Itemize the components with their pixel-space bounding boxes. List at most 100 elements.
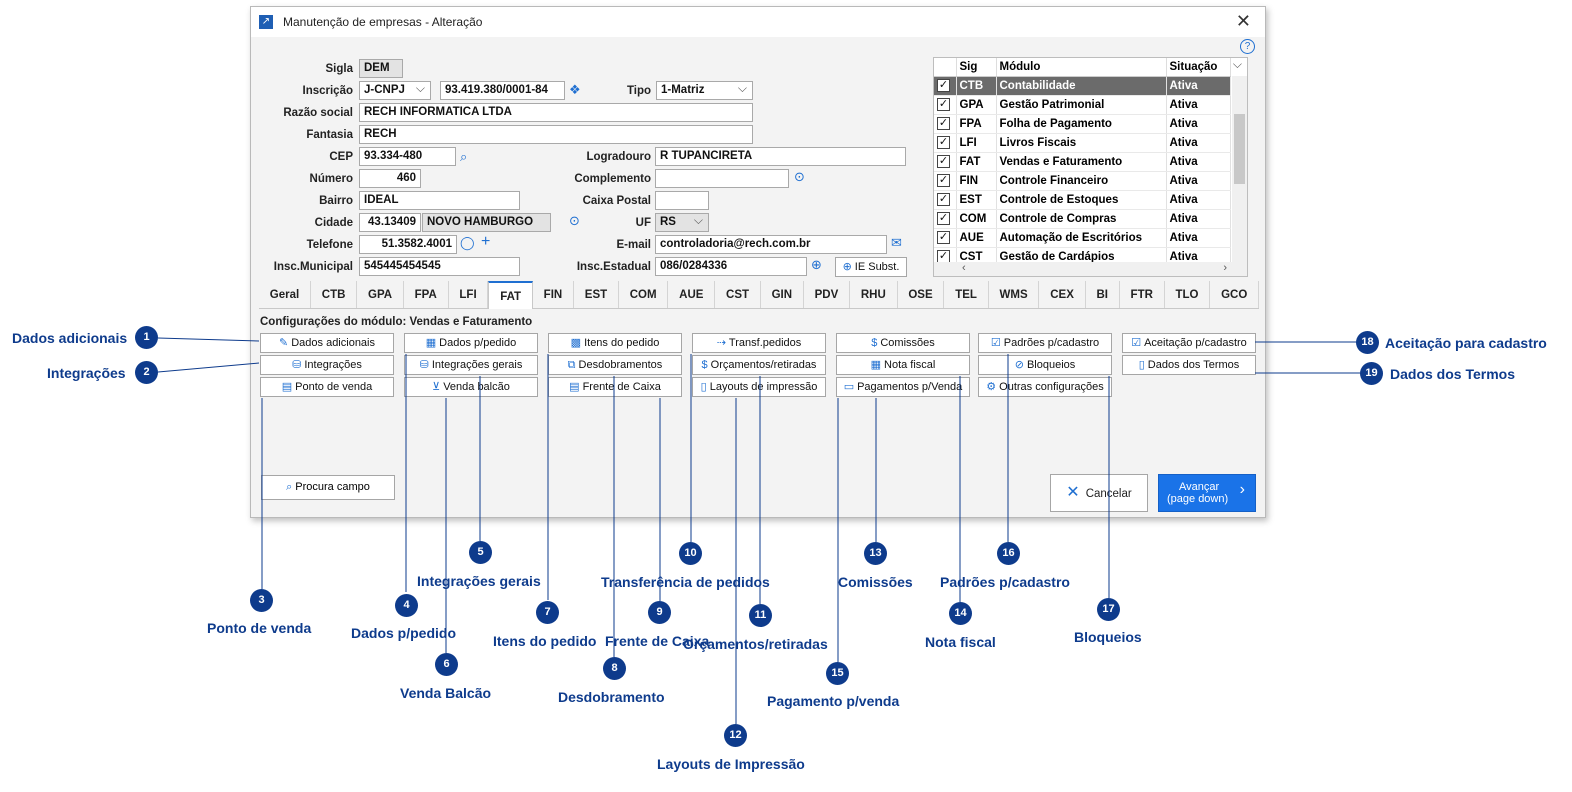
tab-aue[interactable]: AUE — [668, 281, 716, 308]
checkbox[interactable]: ✓ — [937, 155, 950, 168]
dados-adicionais-button[interactable]: ✎Dados adicionais — [260, 333, 394, 353]
vertical-scrollbar[interactable] — [1232, 76, 1247, 262]
map-pin-icon[interactable]: ⊙ — [569, 213, 580, 228]
tab-fat[interactable]: FAT — [488, 281, 533, 309]
checkbox[interactable]: ✓ — [937, 212, 950, 225]
fantasia-field[interactable]: RECH — [359, 125, 753, 144]
dados-pedido-button[interactable]: ▦Dados p/pedido — [404, 333, 538, 353]
help-icon[interactable]: ? — [1240, 39, 1255, 54]
module-checkbox-cell[interactable]: ✓ — [934, 95, 957, 115]
outras-configuracoes-button[interactable]: ⚙Outras configurações — [978, 377, 1112, 397]
module-column-header[interactable]: Módulo — [996, 58, 1167, 77]
status-column-header[interactable]: Situação — [1166, 58, 1231, 77]
module-checkbox-cell[interactable]: ✓ — [934, 152, 957, 172]
close-button[interactable]: ✕ — [1235, 11, 1251, 31]
whatsapp-icon[interactable]: ◯ — [460, 235, 475, 250]
tab-gpa[interactable]: GPA — [357, 281, 404, 308]
insc-estadual-field[interactable]: 086/0284336 — [655, 257, 807, 276]
checkbox[interactable]: ✓ — [937, 79, 950, 92]
email-config-icon[interactable]: ✉ — [891, 235, 902, 250]
module-checkbox-cell[interactable]: ✓ — [934, 228, 957, 248]
tab-tlo[interactable]: TLO — [1165, 281, 1211, 308]
module-checkbox-cell[interactable]: ✓ — [934, 114, 957, 134]
tab-lfi[interactable]: LFI — [449, 281, 489, 308]
tab-ose[interactable]: OSE — [898, 281, 945, 308]
razao-field[interactable]: RECH INFORMATICA LTDA — [359, 103, 753, 122]
tab-ctb[interactable]: CTB — [311, 281, 358, 308]
scroll-left-icon[interactable]: ‹ — [962, 262, 966, 274]
tab-fin[interactable]: FIN — [533, 281, 574, 308]
checkbox[interactable]: ✓ — [937, 117, 950, 130]
inscricao-type-select[interactable]: J-CNPJ — [359, 81, 431, 100]
module-checkbox-cell[interactable]: ✓ — [934, 247, 957, 267]
tab-cst[interactable]: CST — [715, 281, 761, 308]
caixa-postal-field[interactable] — [655, 191, 709, 210]
orcamentos-button[interactable]: $Orçamentos/retiradas — [692, 355, 826, 375]
lookup-cnpj-icon[interactable]: ❖ — [569, 82, 581, 97]
checkbox[interactable]: ✓ — [937, 136, 950, 149]
tab-fpa[interactable]: FPA — [404, 281, 449, 308]
tab-pdv[interactable]: PDV — [804, 281, 851, 308]
module-checkbox-cell[interactable]: ✓ — [934, 171, 957, 191]
checkbox[interactable]: ✓ — [937, 98, 950, 111]
venda-balcao-button[interactable]: ⊻Venda balcão — [404, 377, 538, 397]
logradouro-field[interactable]: R TUPANCIRETA — [655, 147, 906, 166]
bloqueios-button[interactable]: ⊘Bloqueios — [978, 355, 1112, 375]
add-phone-icon[interactable]: + — [481, 233, 491, 250]
tab-geral[interactable]: Geral — [259, 281, 311, 308]
map-pin-icon[interactable]: ⊙ — [794, 169, 805, 184]
procura-campo-button[interactable]: ⌕Procura campo — [261, 475, 395, 500]
module-checkbox-cell[interactable]: ✓ — [934, 76, 957, 96]
itens-pedido-button[interactable]: ▩Itens do pedido — [548, 333, 682, 353]
scroll-right-icon[interactable]: › — [1223, 262, 1227, 274]
checkbox[interactable]: ✓ — [937, 231, 950, 244]
sigla-field[interactable]: DEM — [359, 59, 403, 78]
integracoes-gerais-button[interactable]: ⛁Integrações gerais — [404, 355, 538, 375]
comissoes-button[interactable]: $Comissões — [836, 333, 970, 353]
module-checkbox-cell[interactable]: ✓ — [934, 190, 957, 210]
complemento-field[interactable] — [655, 169, 789, 188]
layouts-impressao-button[interactable]: ▯Layouts de impressão — [692, 377, 826, 397]
tipo-select[interactable]: 1-Matriz — [656, 81, 753, 100]
tab-com[interactable]: COM — [619, 281, 669, 308]
binoculars-icon[interactable]: ⌕ — [460, 149, 468, 164]
module-checkbox-cell[interactable]: ✓ — [934, 209, 957, 229]
cep-field[interactable]: 93.334-480 — [359, 147, 456, 166]
globe-icon[interactable]: ⊕ — [811, 257, 822, 272]
inscricao-field[interactable]: 93.419.380/0001-84 — [440, 81, 565, 100]
desdobramentos-button[interactable]: ⧉Desdobramentos — [548, 355, 682, 375]
checkbox[interactable]: ✓ — [937, 174, 950, 187]
telefone-field[interactable]: 51.3582.4001 — [359, 235, 457, 254]
cidade-code-field[interactable]: 43.13409 — [359, 213, 421, 232]
scrollbar-thumb[interactable] — [1234, 114, 1245, 184]
ponto-de-venda-button[interactable]: ▤Ponto de venda — [260, 377, 394, 397]
email-field[interactable]: controladoria@rech.com.br — [655, 235, 887, 254]
tab-wms[interactable]: WMS — [989, 281, 1040, 308]
uf-select[interactable]: RS — [655, 213, 709, 232]
frente-caixa-button[interactable]: ▤Frente de Caixa — [548, 377, 682, 397]
tab-cex[interactable]: CEX — [1039, 281, 1086, 308]
pagamentos-venda-button[interactable]: ▭Pagamentos p/Venda — [836, 377, 970, 397]
bairro-field[interactable]: IDEAL — [359, 191, 520, 210]
tab-bi[interactable]: BI — [1086, 281, 1120, 308]
aceitacao-cadastro-button[interactable]: ☑Aceitação p/cadastro — [1122, 333, 1256, 353]
numero-field[interactable]: 460 — [359, 169, 421, 188]
cancel-button[interactable]: ✕Cancelar — [1050, 474, 1148, 512]
transf-pedidos-button[interactable]: ⇢Transf.pedidos — [692, 333, 826, 353]
insc-municipal-field[interactable]: 545445454545 — [359, 257, 520, 276]
checkbox[interactable]: ✓ — [937, 193, 950, 206]
tab-est[interactable]: EST — [574, 281, 619, 308]
module-checkbox-cell[interactable]: ✓ — [934, 133, 957, 153]
ie-subst-button[interactable]: ⊕IE Subst. — [835, 257, 907, 277]
dados-termos-button[interactable]: ▯Dados dos Termos — [1122, 355, 1256, 375]
tab-rhu[interactable]: RHU — [850, 281, 898, 308]
sig-column-header[interactable]: Sig — [956, 58, 997, 77]
